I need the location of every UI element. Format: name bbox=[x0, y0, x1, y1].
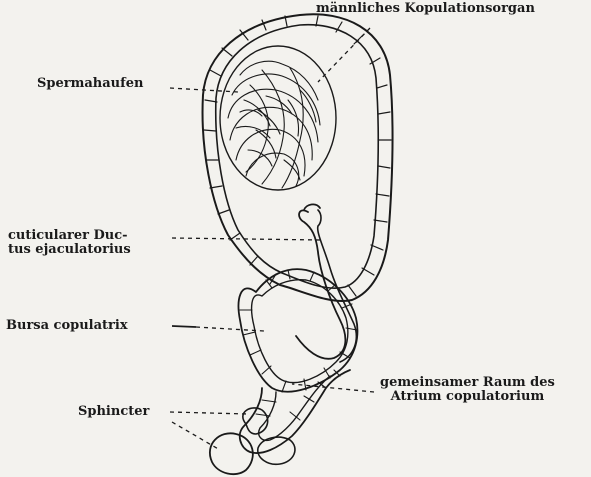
ductus-tube-inner bbox=[318, 210, 357, 362]
sphincter-lower bbox=[210, 433, 253, 474]
organ-outer-wall bbox=[203, 14, 393, 301]
label-atrium-line1: gemeinsamer Raum des bbox=[380, 376, 555, 390]
label-ductus-line1: cuticularer Duc- bbox=[8, 229, 131, 243]
label-bursa: Bursa copulatrix bbox=[6, 319, 128, 333]
label-atrium-line2: Atrium copulatorium bbox=[380, 390, 555, 404]
leader-bursa-solid bbox=[172, 326, 196, 327]
leader-sphincter-b bbox=[172, 422, 220, 450]
leader-sphincter-a bbox=[170, 412, 248, 414]
label-atrium: gemeinsamer Raum des Atrium copulatorium bbox=[380, 376, 555, 404]
ductus-tip bbox=[304, 204, 320, 210]
label-ductus: cuticularer Duc- tus ejaculatorius bbox=[8, 229, 131, 257]
leader-lines bbox=[170, 28, 374, 450]
leader-organ bbox=[318, 28, 370, 82]
label-organ: männliches Kopulationsorgan bbox=[316, 2, 535, 16]
bursa-inner bbox=[252, 280, 348, 383]
label-sperma: Spermahaufen bbox=[37, 77, 143, 91]
sphincter-mid bbox=[258, 437, 295, 464]
label-sphincter: Sphincter bbox=[78, 405, 149, 419]
leader-atrium bbox=[292, 384, 374, 392]
sperm-mass bbox=[220, 46, 336, 190]
label-ductus-line2: tus ejaculatorius bbox=[8, 243, 131, 257]
ductus-tube bbox=[296, 210, 345, 358]
leader-ductus bbox=[172, 238, 322, 240]
